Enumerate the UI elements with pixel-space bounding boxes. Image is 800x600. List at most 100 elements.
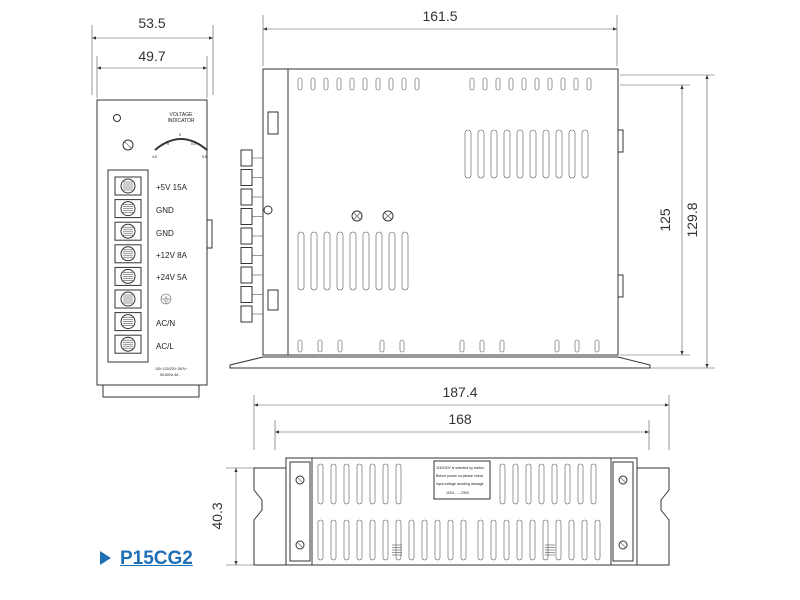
vent-slot [330,519,337,561]
vent-slot [401,77,407,91]
vent-slot [525,463,532,505]
side-view: 161.5 125 129.8 [229,8,715,369]
vent-slot [555,129,563,179]
vent-slot [349,77,355,91]
vent-slot [343,519,350,561]
vent-slot [297,77,303,91]
vent-slot [573,77,579,91]
connector-tab [240,305,253,323]
vent-slot [479,339,485,353]
bottom-flange-right [633,467,670,566]
connector-tab [240,266,253,284]
vent-slot [464,129,472,179]
vent-slot [317,463,324,505]
vent-slot [434,519,441,561]
vent-slot [297,231,305,291]
terminal-label-2: GND [156,206,174,215]
vent-slot [560,77,566,91]
vent-slot [297,339,303,353]
terminal-screw-icon [114,176,142,196]
label-line-3: input voltage avoiding damage. [436,482,484,486]
terminal-screw-icon [114,289,142,309]
dim-side-outer: 129.8 [684,202,700,237]
front-view: 53.5 49.7 VOLTAGE INDICATOR 4.5 5 5 5.3 … [91,15,214,398]
vent-slot [490,519,497,561]
vent-slot [388,231,396,291]
terminal-block [107,169,149,363]
vent-slot [395,519,402,561]
vent-slot [399,339,405,353]
pcb-screw [351,210,363,222]
vent-slot [379,339,385,353]
terminal-screw-icon [114,221,142,241]
terminal-screw-icon [114,199,142,219]
scale-b: 5.3 [191,142,196,146]
vent-slot [401,231,409,291]
dim-front-inner: 49.7 [138,48,165,64]
vent-slot [408,519,415,561]
vent-slot [477,129,485,179]
terminal-screw-icon [114,244,142,264]
terminal-label-1: +5V 15A [156,183,188,192]
terminal-label-4: +12V 8A [156,251,188,260]
led-indicator [113,114,121,122]
vent-slot [568,519,575,561]
vent-slot [395,463,402,505]
vent-slot [594,339,600,353]
connector-tab [240,208,253,225]
dim-front-outer: 53.5 [138,15,165,31]
vent-slot [317,339,323,353]
vent-slot [529,519,536,561]
label-line-1: 115/230V is selected by switch. [436,466,485,470]
vent-slot [499,463,506,505]
vent-slot [499,339,505,353]
voltage-switch-label [433,460,491,500]
vent-slot [414,77,420,91]
indicator-scale-arc [154,138,208,151]
vent-slot [343,463,350,505]
vent-slot [356,519,363,561]
scale-a: 5 [167,142,169,146]
vent-slot [521,77,527,91]
vent-slot [369,463,376,505]
vent-slot [490,129,498,179]
vent-slot [495,77,501,91]
vent-slot [477,519,484,561]
terminal-screw-icon [114,266,142,286]
rating-line-1: 100~120/220~240V~ [155,367,188,371]
vent-slot [529,129,537,179]
model-arrow-icon [100,551,111,565]
terminal-label-5: +24V 5A [156,273,188,282]
pcb-screw [382,210,394,222]
vent-slot [362,231,370,291]
terminal-label-3: GND [156,229,174,238]
indicator-title-1: VOLTAGE [170,112,194,118]
vent-slot [555,519,562,561]
vent-slot [317,519,324,561]
vent-slot [459,339,465,353]
vent-slot [336,231,344,291]
scale-max: 5.6 [202,155,207,159]
vent-slot [330,463,337,505]
side-terminal-edge [240,149,263,323]
vent-slot [534,77,540,91]
dim-bottom-depth: 40.3 [209,502,225,529]
vent-slot [568,129,576,179]
indicator-title-2: INDICATOR [167,118,194,124]
vent-slot [577,463,584,505]
vent-slot [356,463,363,505]
vent-slot [508,77,514,91]
vent-slot [564,463,571,505]
vent-slot [542,129,550,179]
terminal-label-7: AC/N [156,319,175,328]
vent-slot [581,129,589,179]
vent-slot [503,519,510,561]
label-line-4: 115V←→230V [446,491,470,495]
earth-ground-icon [160,293,172,305]
grille-marks [545,544,555,556]
vent-slot [590,463,597,505]
side-panel-body [262,68,619,356]
vent-slot [574,339,580,353]
adjust-pot [122,139,134,151]
